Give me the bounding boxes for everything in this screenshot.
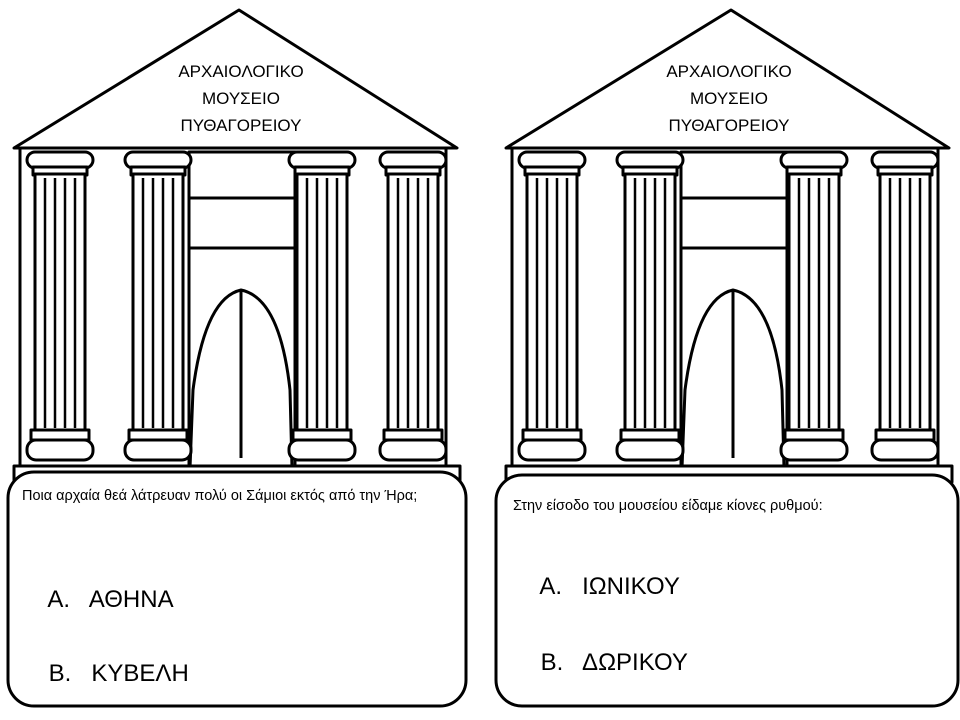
column-base: [287, 438, 357, 462]
column-base: [123, 438, 193, 462]
title-line: ΜΟΥΣΕΙΟ: [690, 89, 768, 108]
question-text: Ποια αρχαία θεά λάτρευαν πολύ οι Σάμιοι …: [22, 488, 418, 504]
title-line: ΠΥΘΑΓΟΡΕΙΟΥ: [180, 116, 302, 135]
column-base: [779, 438, 849, 462]
column-base: [870, 438, 940, 462]
column-base: [517, 438, 587, 462]
column-base: [25, 438, 95, 462]
answer-letter: Α.: [539, 573, 563, 600]
question-card: [6, 470, 468, 708]
column-base: [378, 438, 448, 462]
answer-text: ΚΥΒΕΛΗ: [91, 660, 189, 687]
question-card: [494, 473, 960, 708]
museum-title-left: ΑΡΧΑΙΟΛΟΓΙΚΟ ΜΟΥΣΕΙΟ ΠΥΘΑΓΟΡΕΙΟΥ: [141, 58, 341, 139]
column-shaft: [131, 172, 185, 434]
column-shaft: [295, 172, 349, 434]
column-shaft: [33, 172, 87, 434]
answer-letter: Α.: [47, 586, 71, 613]
answer-option-b[interactable]: Β. ΔΩΡΙΚΟΥ: [514, 621, 688, 705]
column-shaft: [525, 172, 579, 434]
title-line: ΑΡΧΑΙΟΛΟΓΙΚΟ: [666, 62, 792, 81]
column-shaft: [623, 172, 677, 434]
column-shaft: [386, 172, 440, 434]
column-shaft: [787, 172, 841, 434]
column-shaft: [878, 172, 932, 434]
column-base: [615, 438, 685, 462]
title-line: ΑΡΧΑΙΟΛΟΓΙΚΟ: [178, 62, 304, 81]
answer-option-b[interactable]: Β. ΚΥΒΕΛΗ: [22, 632, 189, 716]
answer-option-a[interactable]: Α. ΑΘΗΝΑ: [22, 558, 174, 642]
answer-option-a[interactable]: Α. ΙΩΝΙΚΟΥ: [514, 545, 680, 629]
title-line: ΠΥΘΑΓΟΡΕΙΟΥ: [668, 116, 790, 135]
question-text: Στην είσοδο του μουσείου είδαμε κίονες ρ…: [513, 498, 823, 514]
answer-letter: Β.: [540, 649, 564, 676]
answer-text: ΔΩΡΙΚΟΥ: [582, 649, 688, 676]
answer-text: ΙΩΝΙΚΟΥ: [582, 573, 680, 600]
museum-title-right: ΑΡΧΑΙΟΛΟΓΙΚΟ ΜΟΥΣΕΙΟ ΠΥΘΑΓΟΡΕΙΟΥ: [629, 58, 829, 139]
answer-text: ΑΘΗΝΑ: [88, 586, 174, 613]
wall-outline: [18, 147, 448, 468]
title-line: ΜΟΥΣΕΙΟ: [202, 89, 280, 108]
wall-outline: [510, 147, 940, 468]
answer-letter: Β.: [48, 660, 72, 687]
